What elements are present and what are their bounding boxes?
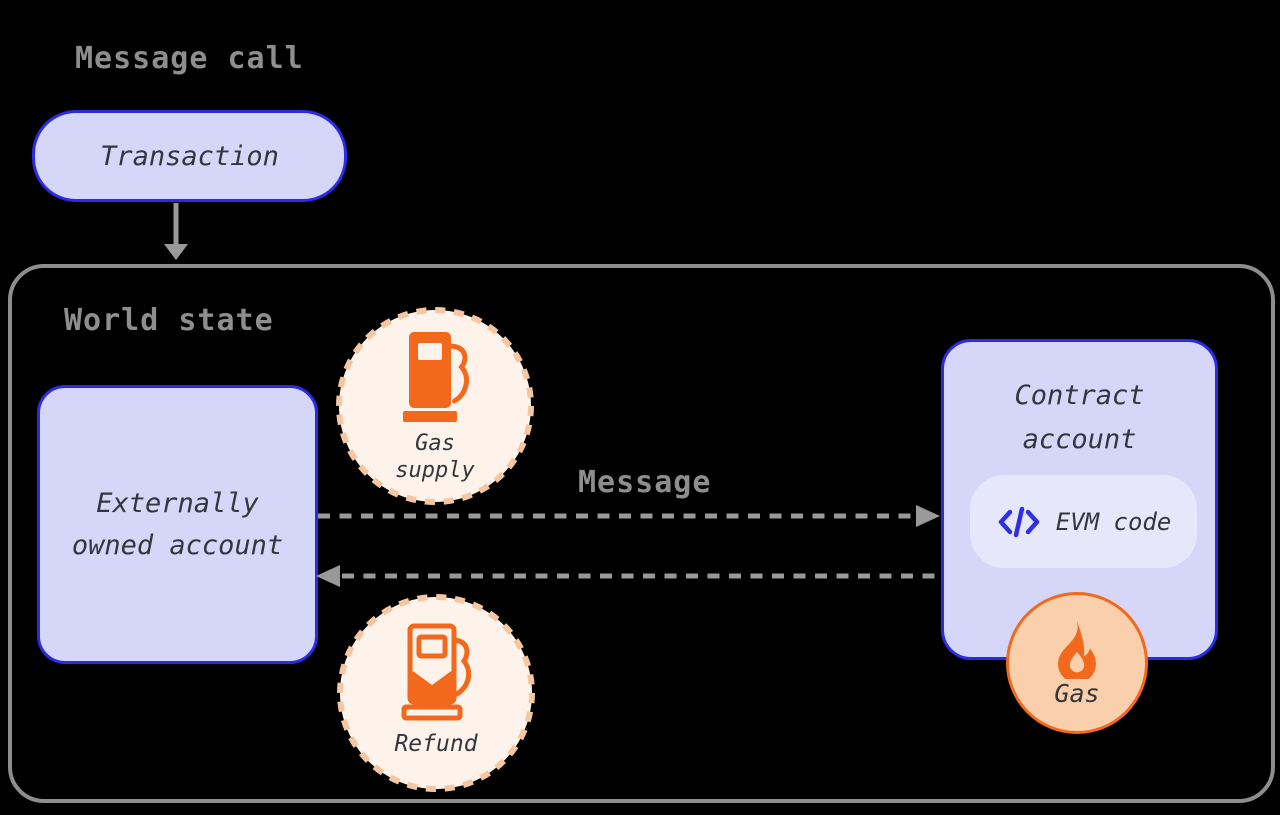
- world-state-heading: World state: [64, 303, 274, 338]
- flame-icon: [1058, 620, 1096, 679]
- code-icon: [998, 506, 1039, 537]
- down-arrow: [164, 203, 188, 260]
- contract-account-node: Contract account EVM code: [941, 339, 1218, 660]
- contract-account-label: Contract account: [1014, 380, 1145, 455]
- refund-node: Refund: [336, 593, 536, 793]
- message-heading: Message: [578, 465, 712, 500]
- gas-node: Gas: [1006, 592, 1148, 734]
- message-call-heading: Message call: [75, 41, 304, 76]
- transaction-label: Transaction: [100, 140, 279, 172]
- evm-code-label: EVM code: [1055, 507, 1172, 536]
- externally-owned-account-node: Externally owned account: [37, 385, 318, 664]
- gas-supply-node: Gas supply: [335, 306, 535, 506]
- message-arrow-right: [318, 505, 940, 527]
- gas-label: Gas: [1054, 678, 1100, 708]
- world-state-container: World state Externally owned account Con…: [8, 264, 1275, 803]
- fuel-pump-icon: [402, 332, 469, 422]
- evm-code-pill: EVM code: [970, 475, 1197, 568]
- eoa-label: Externally owned account: [71, 487, 284, 561]
- transaction-node: Transaction: [32, 110, 347, 202]
- message-arrow-left: [316, 565, 938, 587]
- refund-label: Refund: [394, 731, 478, 757]
- fuel-pump-refund-icon: [401, 623, 471, 721]
- gas-supply-label: Gas supply: [395, 431, 475, 483]
